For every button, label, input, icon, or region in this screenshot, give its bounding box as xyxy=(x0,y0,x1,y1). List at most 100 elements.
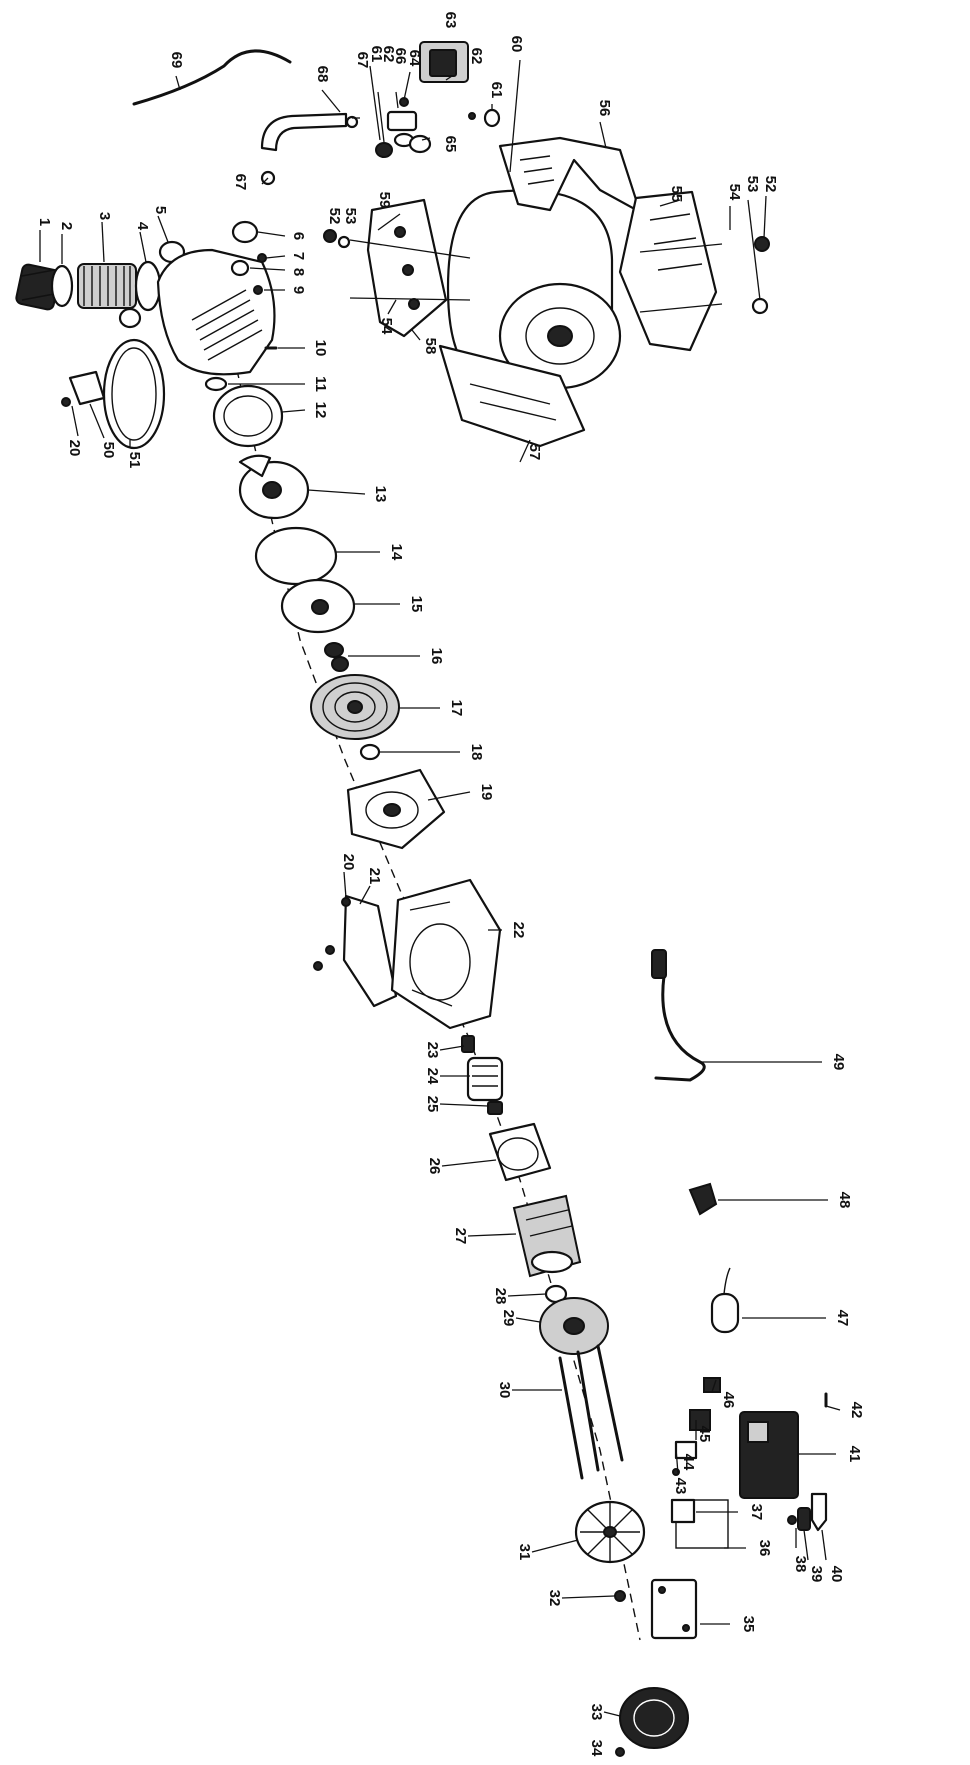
label-50: 50 xyxy=(100,442,117,459)
label-36: 36 xyxy=(756,1540,773,1557)
part-33-fan-cover xyxy=(619,1687,689,1749)
label-24: 24 xyxy=(424,1068,441,1085)
label-19: 19 xyxy=(478,784,495,801)
label-48: 48 xyxy=(836,1192,853,1209)
label-29: 29 xyxy=(500,1310,517,1327)
part-fitting-cross xyxy=(375,97,501,158)
label-25: 25 xyxy=(424,1096,441,1113)
part-53-washer-a xyxy=(337,235,351,249)
label-47: 47 xyxy=(834,1310,851,1327)
label-16: 16 xyxy=(428,648,445,665)
label-33: 33 xyxy=(588,1704,605,1721)
part-55-foot-right xyxy=(618,190,718,352)
label-31: 31 xyxy=(516,1544,533,1561)
part-4-filter-seat xyxy=(134,260,162,312)
part-17-impeller xyxy=(310,674,400,740)
part-52-nut-a xyxy=(323,229,337,243)
label-4: 4 xyxy=(134,222,151,231)
part-25-shaft-end xyxy=(487,1101,503,1115)
part-35-box-base xyxy=(650,1578,698,1640)
label-49: 49 xyxy=(830,1054,847,1071)
label-68: 68 xyxy=(314,66,331,83)
label-52b: 52 xyxy=(762,176,779,193)
part-8-plug xyxy=(230,259,250,277)
label-1: 1 xyxy=(36,218,53,226)
label-53b: 53 xyxy=(744,176,761,193)
label-52a: 52 xyxy=(326,208,343,225)
part-16-seal xyxy=(324,642,349,672)
label-12: 12 xyxy=(312,402,329,419)
part-47-capacitor xyxy=(710,1267,740,1334)
part-6-fitting xyxy=(231,220,259,244)
part-57-foot-left xyxy=(438,344,586,448)
label-26: 26 xyxy=(426,1158,443,1175)
label-38: 38 xyxy=(792,1556,809,1573)
label-7: 7 xyxy=(290,252,307,260)
part-34-screw xyxy=(615,1747,625,1757)
label-61a: 61 xyxy=(368,46,385,63)
label-55: 55 xyxy=(668,186,685,203)
part-63-pressure-switch xyxy=(419,41,469,83)
part-2-oring xyxy=(50,264,74,308)
label-44: 44 xyxy=(680,1454,697,1471)
label-60: 60 xyxy=(508,36,525,53)
label-40: 40 xyxy=(828,1566,845,1583)
part-56-handle-top xyxy=(498,136,642,214)
part-9-screw xyxy=(253,285,263,295)
part-68-tube xyxy=(260,112,348,152)
part-27-motor-housing xyxy=(512,1194,582,1278)
label-59: 59 xyxy=(376,192,393,209)
label-66: 66 xyxy=(392,48,409,65)
part-15-impeller-plate xyxy=(280,578,356,634)
part-53-washer-b xyxy=(751,297,769,315)
leader-lines xyxy=(39,59,841,1717)
part-69-hose xyxy=(132,49,292,106)
label-6: 6 xyxy=(290,232,307,240)
label-64: 64 xyxy=(406,50,423,67)
label-45: 45 xyxy=(696,1426,713,1443)
label-63: 63 xyxy=(442,12,459,29)
part-52-nut-b xyxy=(754,236,770,252)
label-51: 51 xyxy=(126,452,143,469)
part-24-rotor xyxy=(466,1056,504,1102)
label-69: 69 xyxy=(168,52,185,69)
label-46: 46 xyxy=(720,1392,737,1409)
part-67-washer-mid xyxy=(345,115,359,129)
label-62b: 62 xyxy=(468,48,485,65)
label-14: 14 xyxy=(388,544,405,561)
label-34: 34 xyxy=(588,1740,605,1757)
part-46-cover xyxy=(703,1377,721,1393)
label-54a: 54 xyxy=(378,318,395,335)
label-43: 43 xyxy=(672,1478,689,1495)
part-1-cap xyxy=(15,263,61,311)
label-22: 22 xyxy=(510,922,527,939)
part-11-oring xyxy=(204,376,228,392)
part-36-gasket xyxy=(675,1499,729,1549)
part-50-clamp-bracket xyxy=(68,370,106,406)
part-41-switch-box xyxy=(739,1411,799,1499)
label-11: 11 xyxy=(312,376,329,392)
label-39: 39 xyxy=(808,1566,825,1583)
label-57: 57 xyxy=(526,444,543,461)
label-67a: 67 xyxy=(232,174,249,191)
part-29-end-cap xyxy=(539,1297,609,1355)
part-32-clip xyxy=(614,1590,626,1602)
tank-bolt-lines xyxy=(349,239,723,313)
part-22-motor-frame xyxy=(390,878,502,1030)
label-35: 35 xyxy=(740,1616,757,1633)
label-20a: 20 xyxy=(340,854,357,871)
label-8: 8 xyxy=(290,268,307,276)
callout-labels: 1 2 3 4 5 6 7 8 9 10 11 12 13 14 15 16 1… xyxy=(36,12,865,1757)
label-20b: 20 xyxy=(66,440,83,457)
label-23: 23 xyxy=(424,1042,441,1059)
part-26-stator xyxy=(488,1122,552,1182)
label-58: 58 xyxy=(422,338,439,355)
label-61b: 61 xyxy=(488,82,505,99)
part-58-base-plate xyxy=(366,198,448,338)
part-49-power-cable xyxy=(651,949,706,1082)
part-48-cable-clip xyxy=(688,1182,718,1216)
label-21: 21 xyxy=(366,868,383,885)
part-38-screw xyxy=(787,1515,797,1525)
part-37-terminal xyxy=(670,1498,696,1524)
